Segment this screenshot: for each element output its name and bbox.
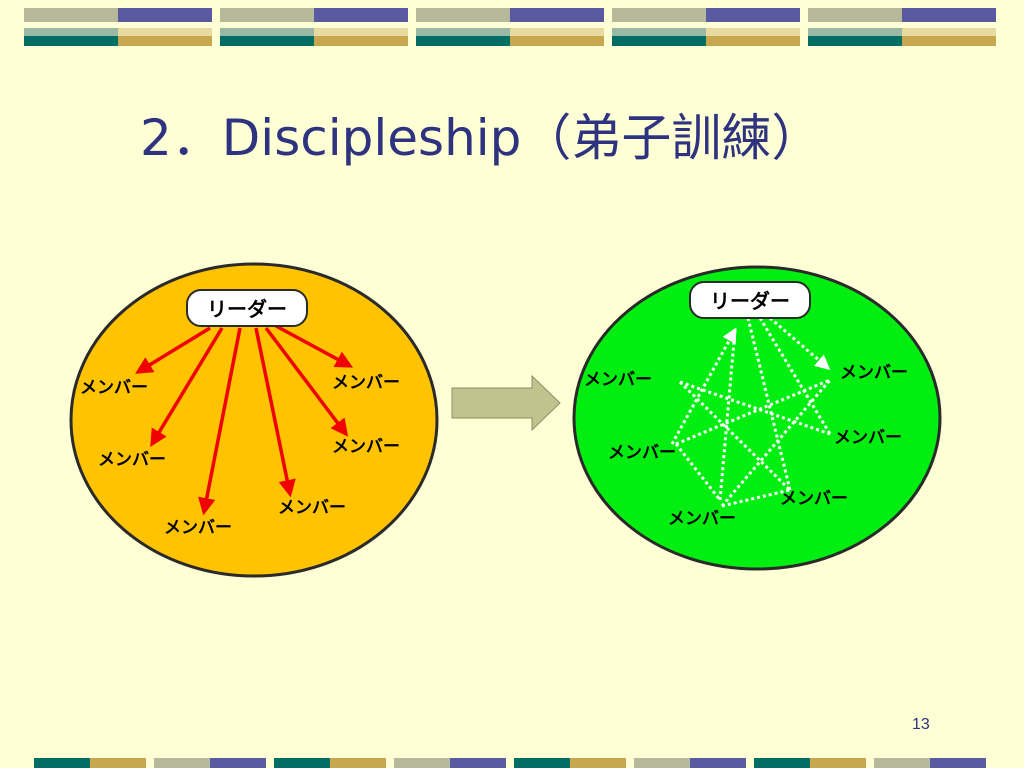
transition-arrow: [451, 374, 561, 432]
right-member-label-3: メンバー: [668, 509, 736, 529]
right-member-label-1: メンバー: [584, 370, 652, 390]
left-member-label-3: メンバー: [164, 518, 232, 538]
left-arrow-2: [150, 327, 224, 447]
slide-page-number: 13: [912, 716, 930, 733]
right-leader-box: [689, 281, 811, 319]
right-group: リーダー メンバー メンバー メンバー メンバー メンバー メンバー: [572, 265, 942, 571]
left-member-label-4: メンバー: [278, 498, 346, 518]
right-web-lines: [670, 316, 832, 508]
left-member-label-5: メンバー: [332, 437, 400, 457]
web-line-4: [758, 317, 832, 435]
left-leader-arrows: [135, 324, 354, 516]
slide-title: 2．Discipleship（弟子訓練）: [140, 109, 822, 167]
left-arrow-1: [135, 326, 211, 374]
left-arrow-5: [264, 326, 349, 437]
left-leader-label: リーダー: [207, 297, 287, 321]
right-member-label-6: メンバー: [840, 363, 908, 383]
left-group: リーダー メンバー メンバー メンバー メンバー メンバー メンバー: [69, 262, 439, 578]
left-member-label-2: メンバー: [98, 450, 166, 470]
band-block-1: [24, 8, 212, 46]
left-member-label-1: メンバー: [80, 378, 148, 398]
web-line-9: [720, 379, 832, 507]
web-line-8: [675, 378, 831, 446]
right-group-circle: [572, 265, 942, 571]
web-line-1: [670, 327, 737, 445]
web-line-5: [769, 316, 831, 370]
right-member-label-2: メンバー: [608, 443, 676, 463]
left-arrow-4: [254, 327, 296, 498]
band-block-2: [220, 8, 408, 46]
left-arrow-6: [275, 324, 354, 368]
band-block-3: [416, 8, 604, 46]
top-decorative-band: [24, 8, 996, 46]
band-block-5: [808, 8, 996, 46]
right-member-label-4: メンバー: [780, 489, 848, 509]
right-member-label-5: メンバー: [834, 428, 902, 448]
band-block-4: [612, 8, 800, 46]
left-group-circle: [69, 262, 439, 578]
left-arrow-3: [198, 327, 242, 516]
left-leader-box: [186, 289, 308, 327]
web-line-2: [718, 329, 737, 501]
bottom-decorative-band: [34, 758, 986, 768]
left-member-label-6: メンバー: [332, 373, 400, 393]
web-line-7: [678, 380, 792, 492]
right-leader-label: リーダー: [710, 289, 790, 313]
web-line-6: [679, 380, 831, 436]
